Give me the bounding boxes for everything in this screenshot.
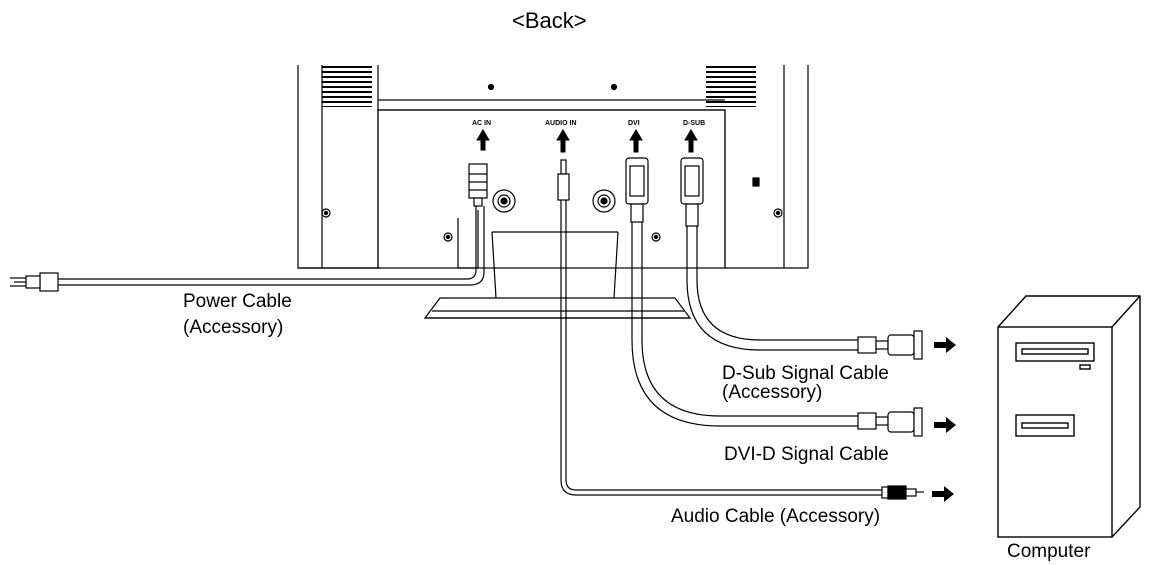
port-label-dsub: D-SUB <box>683 120 705 127</box>
port-arrows <box>476 129 698 153</box>
port-label-dvi: DVI <box>628 120 640 127</box>
computer-label: Computer <box>1007 541 1091 562</box>
power-cable-sublabel: (Accessory) <box>183 317 284 338</box>
diagram-title: <Back> <box>512 8 587 33</box>
computer-arrows <box>932 337 956 502</box>
dsub-cable <box>680 157 923 360</box>
power-cable-label: Power Cable <box>183 291 292 312</box>
power-cable <box>10 163 488 292</box>
dsub-cable-label: D-Sub Signal Cable <box>722 363 889 384</box>
arrow-up-icon <box>629 129 643 153</box>
arrow-right-icon <box>932 486 954 502</box>
arrow-right-icon <box>934 417 956 433</box>
arrow-right-icon <box>934 337 956 353</box>
port-label-audio-in: AUDIO IN <box>545 120 577 127</box>
arrow-up-icon <box>684 129 698 153</box>
dsub-cable-sublabel: (Accessory) <box>722 382 823 403</box>
arrow-up-icon <box>476 129 490 151</box>
monitor-back <box>297 65 809 319</box>
audio-cable <box>557 159 924 500</box>
audio-cable-label: Audio Cable (Accessory) <box>671 506 881 527</box>
dvi-cable <box>625 157 923 437</box>
arrow-up-icon <box>556 129 570 153</box>
dvi-cable-label: DVI-D Signal Cable <box>724 444 889 465</box>
port-label-ac-in: AC IN <box>472 120 491 127</box>
computer-tower <box>997 295 1141 538</box>
